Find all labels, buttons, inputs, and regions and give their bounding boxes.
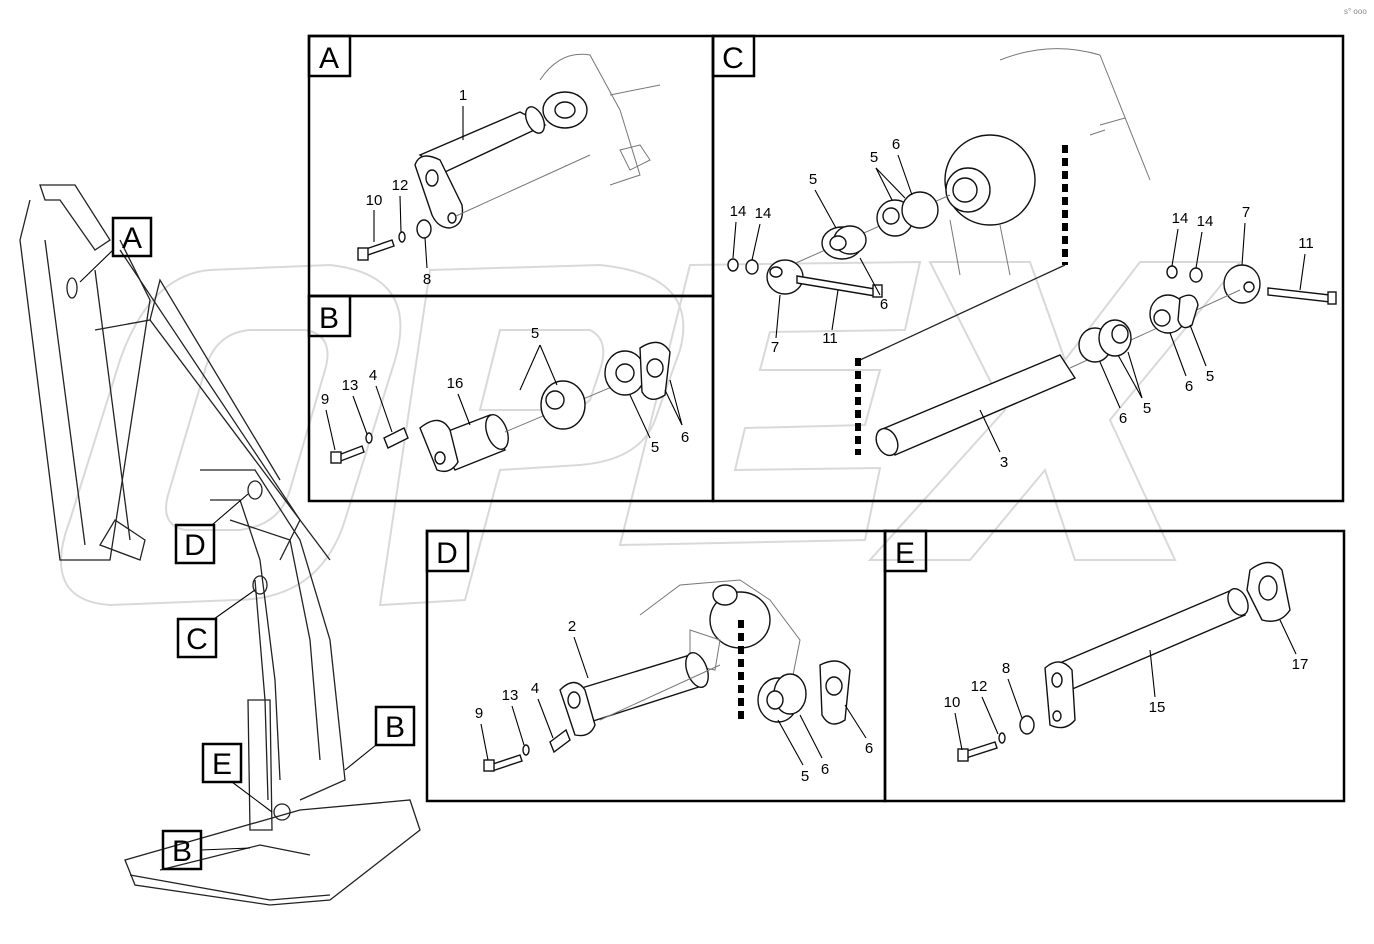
callout-A: A — [76, 216, 153, 286]
svg-text:6: 6 — [681, 429, 689, 446]
svg-text:5: 5 — [801, 768, 809, 785]
callout-C: C — [176, 589, 256, 659]
svg-text:5: 5 — [1206, 368, 1214, 385]
excavator-overview — [19, 184, 421, 906]
svg-text:13: 13 — [502, 687, 519, 704]
corner-mark: s° ooo — [1344, 7, 1367, 16]
panel-D: D 2 9 13 4 5 6 6 — [425, 529, 887, 803]
svg-text:11: 11 — [1298, 235, 1314, 252]
callout-E: E — [201, 742, 273, 813]
svg-text:B: B — [172, 835, 192, 868]
svg-text:12: 12 — [971, 678, 988, 695]
svg-text:6: 6 — [865, 740, 873, 757]
svg-text:14: 14 — [1197, 213, 1214, 230]
svg-text:14: 14 — [1172, 210, 1189, 227]
svg-text:14: 14 — [730, 203, 747, 220]
panel-C: C — [711, 34, 1345, 503]
svg-text:10: 10 — [944, 694, 961, 711]
panel-B: B 5 9 13 4 16 5 6 — [307, 294, 715, 503]
svg-text:15: 15 — [1149, 699, 1166, 716]
svg-text:A: A — [319, 42, 339, 75]
svg-text:5: 5 — [870, 149, 878, 166]
callout-B-lower: B — [161, 829, 251, 871]
svg-text:C: C — [186, 623, 208, 656]
panel-A: A 1 10 12 8 — [307, 34, 715, 298]
svg-text:6: 6 — [1185, 378, 1193, 395]
svg-text:D: D — [436, 537, 458, 570]
svg-text:9: 9 — [475, 705, 483, 722]
svg-text:3: 3 — [1000, 454, 1008, 471]
svg-text:14: 14 — [755, 205, 772, 222]
svg-text:6: 6 — [892, 136, 900, 153]
svg-text:13: 13 — [342, 377, 359, 394]
svg-text:10: 10 — [366, 192, 383, 209]
svg-text:9: 9 — [321, 391, 329, 408]
svg-text:5: 5 — [1143, 400, 1151, 417]
svg-text:E: E — [212, 748, 232, 781]
svg-text:B: B — [385, 711, 405, 744]
svg-text:E: E — [895, 537, 915, 570]
svg-text:6: 6 — [1119, 410, 1127, 427]
svg-text:7: 7 — [771, 339, 779, 356]
svg-text:D: D — [184, 529, 206, 562]
svg-text:B: B — [319, 302, 339, 335]
svg-text:7: 7 — [1242, 204, 1250, 221]
svg-text:12: 12 — [392, 177, 409, 194]
svg-text:6: 6 — [880, 296, 888, 313]
svg-text:1: 1 — [459, 87, 467, 104]
svg-text:C: C — [722, 42, 744, 75]
svg-text:5: 5 — [531, 325, 539, 342]
svg-text:2: 2 — [568, 618, 576, 635]
svg-text:16: 16 — [447, 375, 464, 392]
svg-text:11: 11 — [822, 330, 838, 347]
svg-text:A: A — [122, 222, 142, 255]
svg-text:4: 4 — [531, 680, 539, 697]
panel-E: E 17 12 8 10 15 — [883, 529, 1346, 803]
svg-text:5: 5 — [809, 171, 817, 188]
svg-text:8: 8 — [1002, 660, 1010, 677]
callout-D: D — [174, 493, 249, 565]
callout-B-upper: B — [344, 705, 416, 771]
svg-text:17: 17 — [1292, 656, 1309, 673]
opex-watermark — [60, 260, 1243, 607]
svg-text:8: 8 — [423, 271, 431, 288]
svg-text:4: 4 — [369, 367, 377, 384]
svg-text:5: 5 — [651, 439, 659, 456]
svg-text:6: 6 — [821, 761, 829, 778]
